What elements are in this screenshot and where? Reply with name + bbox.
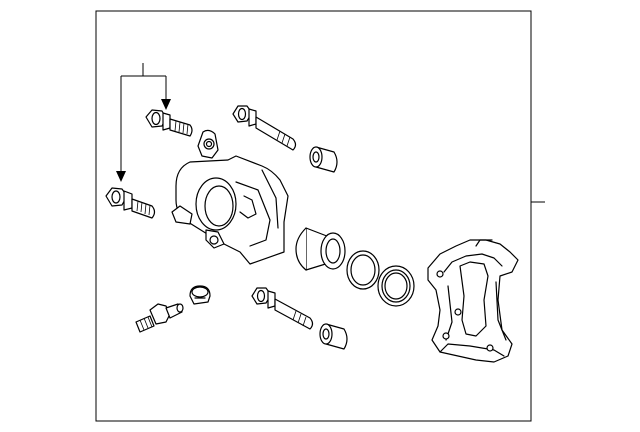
piston xyxy=(295,227,346,271)
guide-pin-bolt-bottom xyxy=(251,287,314,330)
guide-pin-boot-top xyxy=(309,146,338,173)
guide-pin-boot-bottom xyxy=(319,323,348,350)
diagram-frame xyxy=(95,10,532,422)
callout-bracket xyxy=(116,63,171,182)
bleeder-cap xyxy=(189,285,211,305)
bleeder-screw xyxy=(135,303,184,333)
arrow-head-icon xyxy=(161,99,171,110)
caliper-bolt-lower xyxy=(105,187,156,219)
caliper-bolt-upper xyxy=(145,109,193,137)
piston-seal xyxy=(346,250,380,290)
caliper-housing xyxy=(171,129,289,265)
dust-boot xyxy=(377,265,415,307)
guide-pin-bolt-top xyxy=(232,105,297,151)
caliper-bracket xyxy=(427,239,519,363)
arrow-head-icon xyxy=(116,171,126,182)
